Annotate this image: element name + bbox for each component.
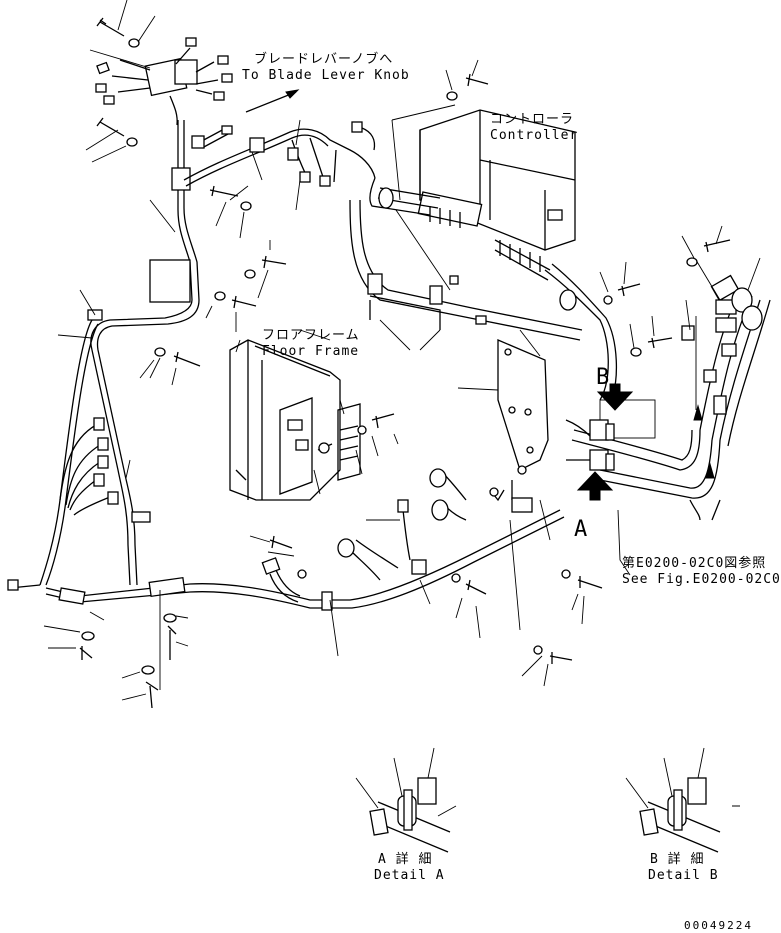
see-fig-label-en: See Fig.E0200-02C0	[622, 572, 781, 587]
detail-b-label-jp: B 詳 細	[650, 852, 705, 867]
see-fig-label-jp: 第E0200-02C0図参照	[622, 556, 767, 571]
bracket-plate	[457, 329, 549, 471]
bolt-group-bottom	[43, 535, 603, 709]
detail-b-drawing	[625, 747, 740, 853]
blade-lever-label-jp: ブレードレバーノブへ	[254, 52, 394, 67]
controller-label-jp: コントローラ	[490, 112, 575, 127]
bolt-group-top-left	[85, 0, 156, 163]
view-a-marker: A	[574, 517, 589, 542]
floor-frame-label-en: Floor Frame	[262, 344, 360, 359]
detail-b-label-en: Detail B	[648, 868, 719, 883]
arrow-to-blade-lever	[245, 89, 300, 113]
view-b-marker: B	[596, 365, 611, 390]
bolt-group-controller	[445, 59, 489, 101]
harness-lower-branches	[261, 465, 551, 657]
harness-left-trunk	[7, 120, 565, 609]
harness-right	[571, 257, 771, 521]
harness-upper	[183, 119, 376, 250]
controller-unit	[417, 109, 576, 281]
bolt-group-upper-middle	[139, 185, 287, 386]
detail-a-label-en: Detail A	[374, 868, 445, 883]
left-branch-connectors	[59, 417, 119, 516]
detail-a-drawing	[355, 747, 457, 853]
controller-label-en: Controller	[490, 128, 579, 143]
detail-a-label-jp: A 詳 細	[378, 852, 433, 867]
blade-lever-label-en: To Blade Lever Knob	[242, 68, 410, 83]
clamp-assembly-ab	[565, 383, 656, 501]
floor-frame-label-jp: フロアフレーム	[262, 328, 360, 343]
bolt-group-right	[599, 225, 731, 357]
see-fig-leader	[617, 509, 631, 576]
floor-frame	[229, 329, 399, 501]
drawing-number: 00049224	[684, 919, 753, 932]
relay-cluster	[95, 37, 233, 126]
harness-controller	[349, 104, 618, 405]
